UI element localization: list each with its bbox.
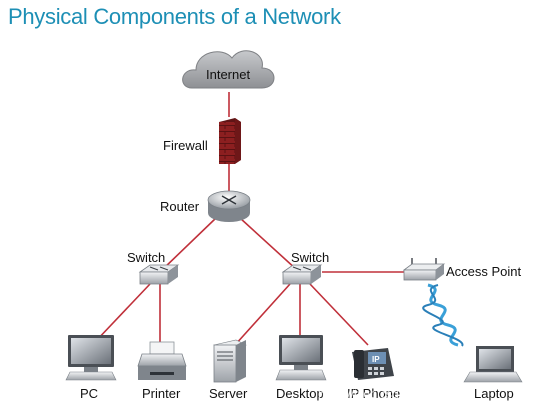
diagram-title: Physical Components of a Network: [8, 4, 341, 29]
ip-phone-label: IP Phone: [347, 386, 400, 401]
wireless-link: [422, 283, 464, 347]
link-switch-right-ipphone: [309, 283, 369, 346]
switch-left-icon: [138, 264, 180, 285]
printer-label: Printer: [142, 386, 181, 401]
switch-right-icon: [281, 264, 323, 285]
laptop-icon: [463, 346, 523, 383]
switch-left-label: Switch: [127, 250, 165, 265]
firewall-icon: [219, 118, 241, 164]
pc-icon: [65, 335, 117, 381]
desktop-icon: [275, 335, 327, 381]
router-icon: [207, 190, 251, 222]
firewall-label: Firewall: [163, 138, 208, 153]
pc-label: PC: [80, 386, 98, 401]
router-label: Router: [160, 199, 200, 214]
watermark-text: https://blog.csdn.net/cu...gxin: [318, 387, 473, 401]
access-point-label: Access Point: [446, 264, 522, 279]
wired-links: [94, 92, 408, 346]
printer-icon: [137, 341, 187, 380]
internet-cloud-icon: [182, 50, 275, 89]
ip-phone-icon: IP: [352, 348, 394, 380]
access-point-icon: [402, 258, 446, 281]
link-router-switch-left: [161, 217, 217, 271]
desktop-label: Desktop: [276, 386, 324, 401]
link-switch-right-server: [234, 283, 291, 346]
link-router-switch-right: [239, 217, 298, 271]
internet-label: Internet: [206, 67, 250, 82]
server-label: Server: [209, 386, 248, 401]
link-switch-left-pc: [94, 283, 151, 343]
server-icon: [213, 339, 247, 383]
laptop-label: Laptop: [474, 386, 514, 401]
ip-badge: IP: [372, 355, 380, 364]
switch-right-label: Switch: [291, 250, 329, 265]
